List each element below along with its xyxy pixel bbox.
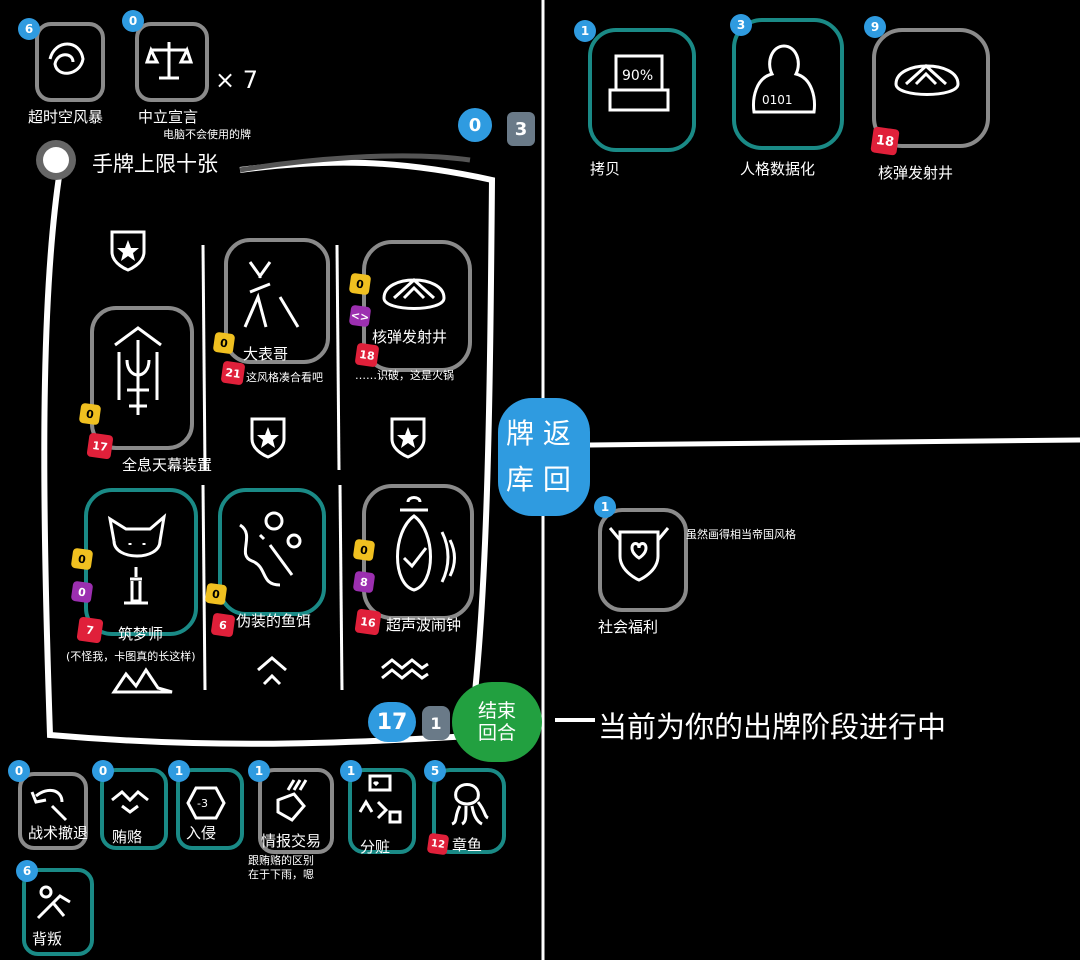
card-note: ……识破，这是火锅 [355, 369, 454, 382]
hexagon-icon: -3 [186, 786, 226, 820]
card-name: 拷贝 [590, 160, 621, 178]
storm-icon [48, 42, 85, 75]
hologram-icon [114, 326, 162, 415]
octopus-icon [451, 783, 489, 826]
ai-note: 电脑不会使用的牌 [163, 128, 251, 141]
alarm-clock-icon [396, 496, 456, 592]
gem: 0 [78, 402, 102, 426]
card-name: 核弹发射井 [878, 164, 954, 182]
money-bag-icon [358, 774, 402, 824]
card-note: 在于下雨，嗯 [248, 868, 314, 881]
hand-limit-title: 手牌上限十张 [92, 152, 218, 176]
cost-badge: 0 [122, 10, 144, 32]
gem: 0 [212, 331, 236, 355]
card-name: 超声波闹钟 [386, 616, 462, 634]
silo-icon [382, 277, 446, 310]
chevron-up-icon [257, 656, 287, 686]
cost-badge: 1 [340, 760, 362, 782]
card-name: 入侵 [186, 824, 217, 842]
gem: 12 [426, 832, 450, 856]
deck-gray-badge: 1 [422, 706, 450, 740]
discard-count-badge: 3 [507, 112, 535, 146]
laptop-icon: 90% [608, 54, 670, 112]
cost-badge: 0 [92, 760, 114, 782]
card-note: (不怪我，卡图真的长这样) [66, 650, 196, 663]
rain-hand-icon [276, 779, 308, 822]
cost-badge: 6 [16, 860, 38, 882]
shield-star-icon [250, 417, 286, 459]
card-name: 情报交易 [261, 832, 322, 850]
eagle-shield-icon [608, 527, 670, 582]
mountain-icon [111, 667, 173, 694]
card-name: 大表哥 [243, 345, 289, 363]
cost-badge: 1 [168, 760, 190, 782]
shield-star-icon [110, 230, 146, 272]
cost-badge: 5 [424, 760, 446, 782]
handshake-icon [111, 789, 149, 814]
gem: 0 [348, 272, 372, 296]
cost-badge: 1 [248, 760, 270, 782]
card-name: 全息天幕装置 [122, 456, 213, 474]
card-name: 中立宣言 [138, 108, 199, 126]
cost-badge: 9 [864, 16, 886, 38]
card-name: 贿赂 [112, 828, 143, 846]
card-note: 跟贿赂的区别 [248, 854, 314, 867]
card-name: 筑梦师 [118, 625, 164, 643]
return-label-bottom: 库 回 [506, 463, 571, 496]
cost-badge: 6 [18, 18, 40, 40]
hand-count-badge: 0 [458, 108, 492, 142]
card-note: 这风格凑合看吧 [246, 371, 323, 384]
return-to-deck-button[interactable]: 牌 返 库 回 [498, 398, 590, 516]
card-name: 背叛 [32, 930, 63, 948]
cost-badge: 1 [574, 20, 596, 42]
cat-icon [107, 513, 167, 605]
gem: 18 [870, 126, 900, 156]
gem: 21 [220, 360, 246, 386]
card-note: 虽然画得相当帝国风格 [686, 528, 796, 541]
gem: 8 [352, 570, 376, 594]
card-name: 战术撤退 [28, 824, 89, 842]
wave-icon [381, 658, 429, 680]
gear-icon [36, 140, 76, 180]
phase-status-text: 当前为你的出牌阶段进行中 [598, 710, 947, 744]
horizontal-divider [589, 437, 1080, 448]
gem: 18 [354, 342, 380, 368]
card-name: 人格数据化 [740, 160, 816, 178]
gem: 0 [70, 580, 94, 604]
gem: <> [348, 304, 372, 328]
bait-icon [239, 511, 302, 587]
gem: 0 [204, 582, 228, 606]
card-name: 超时空风暴 [28, 108, 104, 126]
gem: 7 [76, 616, 104, 644]
betrayal-icon [36, 885, 71, 920]
card-name: 章鱼 [452, 836, 483, 854]
figure-icon [243, 261, 300, 328]
svg-text:90%: 90% [622, 68, 653, 84]
gem: 0 [70, 547, 94, 571]
card-name: 社会福利 [598, 618, 659, 636]
deck-count-badge: 17 [368, 702, 416, 742]
end-turn-button[interactable]: 结束回合 [452, 682, 542, 762]
gem: 0 [352, 538, 376, 562]
shield-star-icon [390, 417, 426, 459]
silo-icon [894, 63, 960, 96]
card-name: 伪装的鱼饵 [236, 612, 312, 630]
svg-text:0101: 0101 [762, 93, 793, 107]
gem: 6 [210, 612, 236, 638]
card-name: 分赃 [360, 838, 391, 856]
gem: 16 [354, 608, 382, 636]
gem: 17 [86, 432, 114, 460]
person-data-icon: 0101 [752, 44, 816, 114]
svg-text:-3: -3 [197, 797, 208, 810]
multiplier: × 7 [215, 66, 259, 94]
card-name: 核弹发射井 [372, 328, 448, 346]
cost-badge: 3 [730, 14, 752, 36]
cost-badge: 1 [594, 496, 616, 518]
scales-icon [144, 42, 194, 80]
end-turn-label: 结束回合 [477, 700, 516, 744]
retreat-arrow-icon [30, 788, 68, 822]
return-label-top: 牌 返 [506, 417, 571, 450]
cost-badge: 0 [8, 760, 30, 782]
